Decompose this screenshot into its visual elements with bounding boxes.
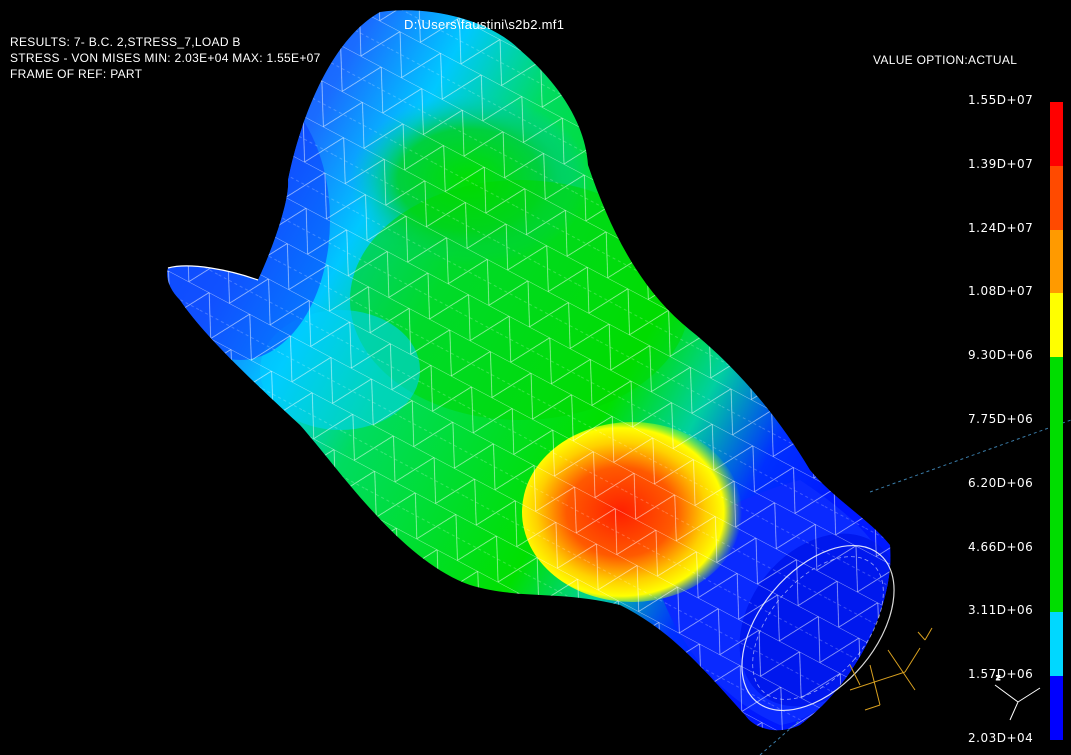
legend-label: 2.03D+04 [968,731,1034,745]
svg-text:z: z [996,673,1000,682]
legend-color-segment [1050,676,1063,740]
legend-color-segment [1050,612,1063,677]
legend-color-segment [1050,484,1063,549]
legend-color-segment [1050,548,1063,613]
frame-of-ref-line: FRAME OF REF: PART [10,67,143,81]
legend-label: 3.11D+06 [968,603,1034,618]
legend-label: 1.55D+07 [968,93,1034,107]
legend-color-segment [1050,165,1063,230]
file-path: D:\Users\faustini\s2b2.mf1 [404,17,565,32]
legend-color-segment [1050,421,1063,485]
results-line: RESULTS: 7- B.C. 2,STRESS_7,LOAD B [10,35,241,49]
reference-axis-lines [759,419,1071,755]
legend-color-segment [1050,357,1063,421]
triad-axis-icon: z [994,673,1041,721]
value-option-label: VALUE OPTION:ACTUAL [873,53,1018,67]
stress-line: STRESS - VON MISES MIN: 2.03E+04 MAX: 1.… [10,51,321,65]
legend-label: 4.66D+06 [968,539,1034,554]
legend-color-segment [1050,229,1063,294]
legend-label: 6.20D+06 [968,475,1034,490]
legend-color-segment [1050,293,1063,358]
legend-label: 1.57D+06 [968,667,1034,682]
legend-label: 9.30D+06 [968,348,1034,363]
legend-label: 1.08D+07 [968,284,1034,299]
legend-label: 1.24D+07 [968,220,1034,235]
legend-color-segment [1050,102,1063,166]
legend-label: 1.39D+07 [968,156,1034,171]
part-origin-icon [849,627,933,711]
legend-label: 7.75D+06 [968,412,1034,426]
